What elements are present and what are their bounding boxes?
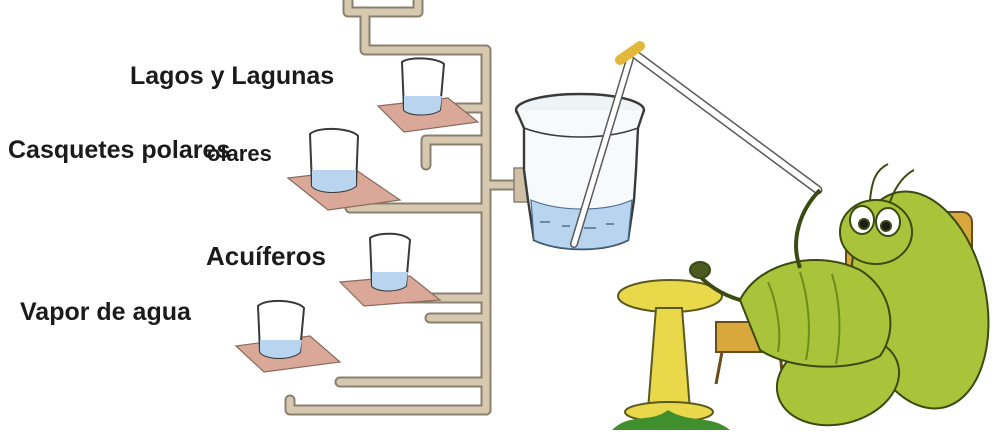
tray-aquifers [338,232,442,307]
straw [570,41,823,248]
tray-lakes [376,57,480,133]
label-polar-caps-overlap: olares [207,141,272,166]
label-polar-caps: Casquetes polares [8,136,231,164]
tray-polar [286,128,402,211]
label-lakes: Lagos y Lagunas [130,62,335,90]
stool [612,279,730,430]
insect-character [689,163,990,427]
beaker-polar [308,128,360,193]
beaker-aquifers [368,232,412,292]
label-water-vapor: Vapor de agua [20,298,191,326]
beaker-lakes [400,57,446,116]
label-aquifers: Acuíferos [206,241,326,271]
beaker-vapor [256,300,306,359]
tray-vapor [234,300,342,373]
